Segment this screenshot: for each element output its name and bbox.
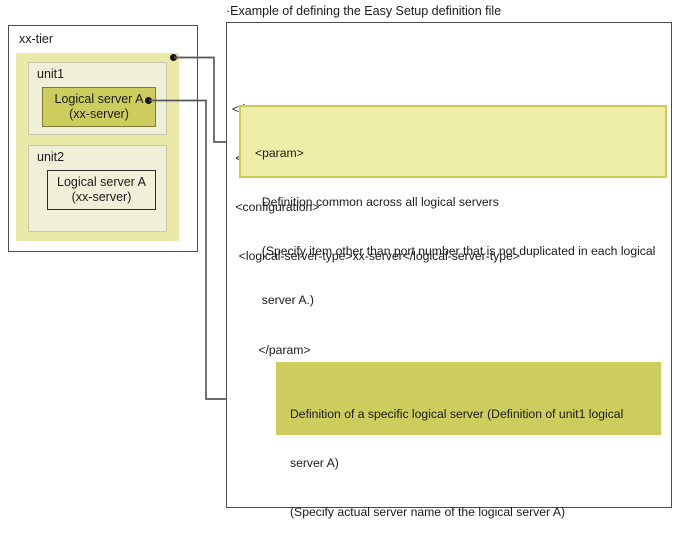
logical-server-a-unit1-type: (xx-server) bbox=[69, 107, 129, 121]
logical-server-a-unit1: Logical server A (xx-server) bbox=[42, 87, 156, 127]
unit1-label: unit1 bbox=[37, 67, 65, 81]
logical-server-a-unit2-type: (xx-server) bbox=[71, 190, 132, 204]
logical-server-a-unit1-name: Logical server A bbox=[54, 92, 144, 106]
tier-label: xx-tier bbox=[19, 32, 54, 46]
panel-title: ·Example of defining the Easy Setup defi… bbox=[226, 4, 502, 18]
callout-line: (Specify item other than port number tha… bbox=[255, 244, 656, 259]
code-line: <configuration> bbox=[232, 200, 320, 215]
logical-server-connector-dot bbox=[145, 97, 152, 104]
callout-line: server A.) bbox=[255, 293, 314, 308]
unit2-label: unit2 bbox=[37, 150, 65, 164]
logical-server-a-unit2: Logical server A (xx-server) bbox=[47, 170, 156, 210]
unit2-box: unit2 bbox=[28, 145, 167, 232]
callout-server-definition-block: Definition of a specific logical server … bbox=[276, 362, 661, 519]
callout-line: </param> bbox=[255, 342, 311, 357]
callout-line: server A) bbox=[290, 456, 339, 471]
logical-server-a-unit2-name: Logical server A bbox=[57, 175, 146, 189]
callout-line: <param> bbox=[255, 145, 304, 160]
tier-connector-dot bbox=[170, 54, 177, 61]
callout-param-block: <param> Definition common across all log… bbox=[239, 105, 667, 357]
callout-line: (Specify actual server name of the logic… bbox=[290, 505, 566, 520]
callout-line: Definition of a specific logical server … bbox=[290, 406, 624, 421]
callout-line: Definition common across all logical ser… bbox=[255, 195, 499, 210]
code-line: <logical-server-type>xx-server</logical-… bbox=[232, 249, 520, 264]
